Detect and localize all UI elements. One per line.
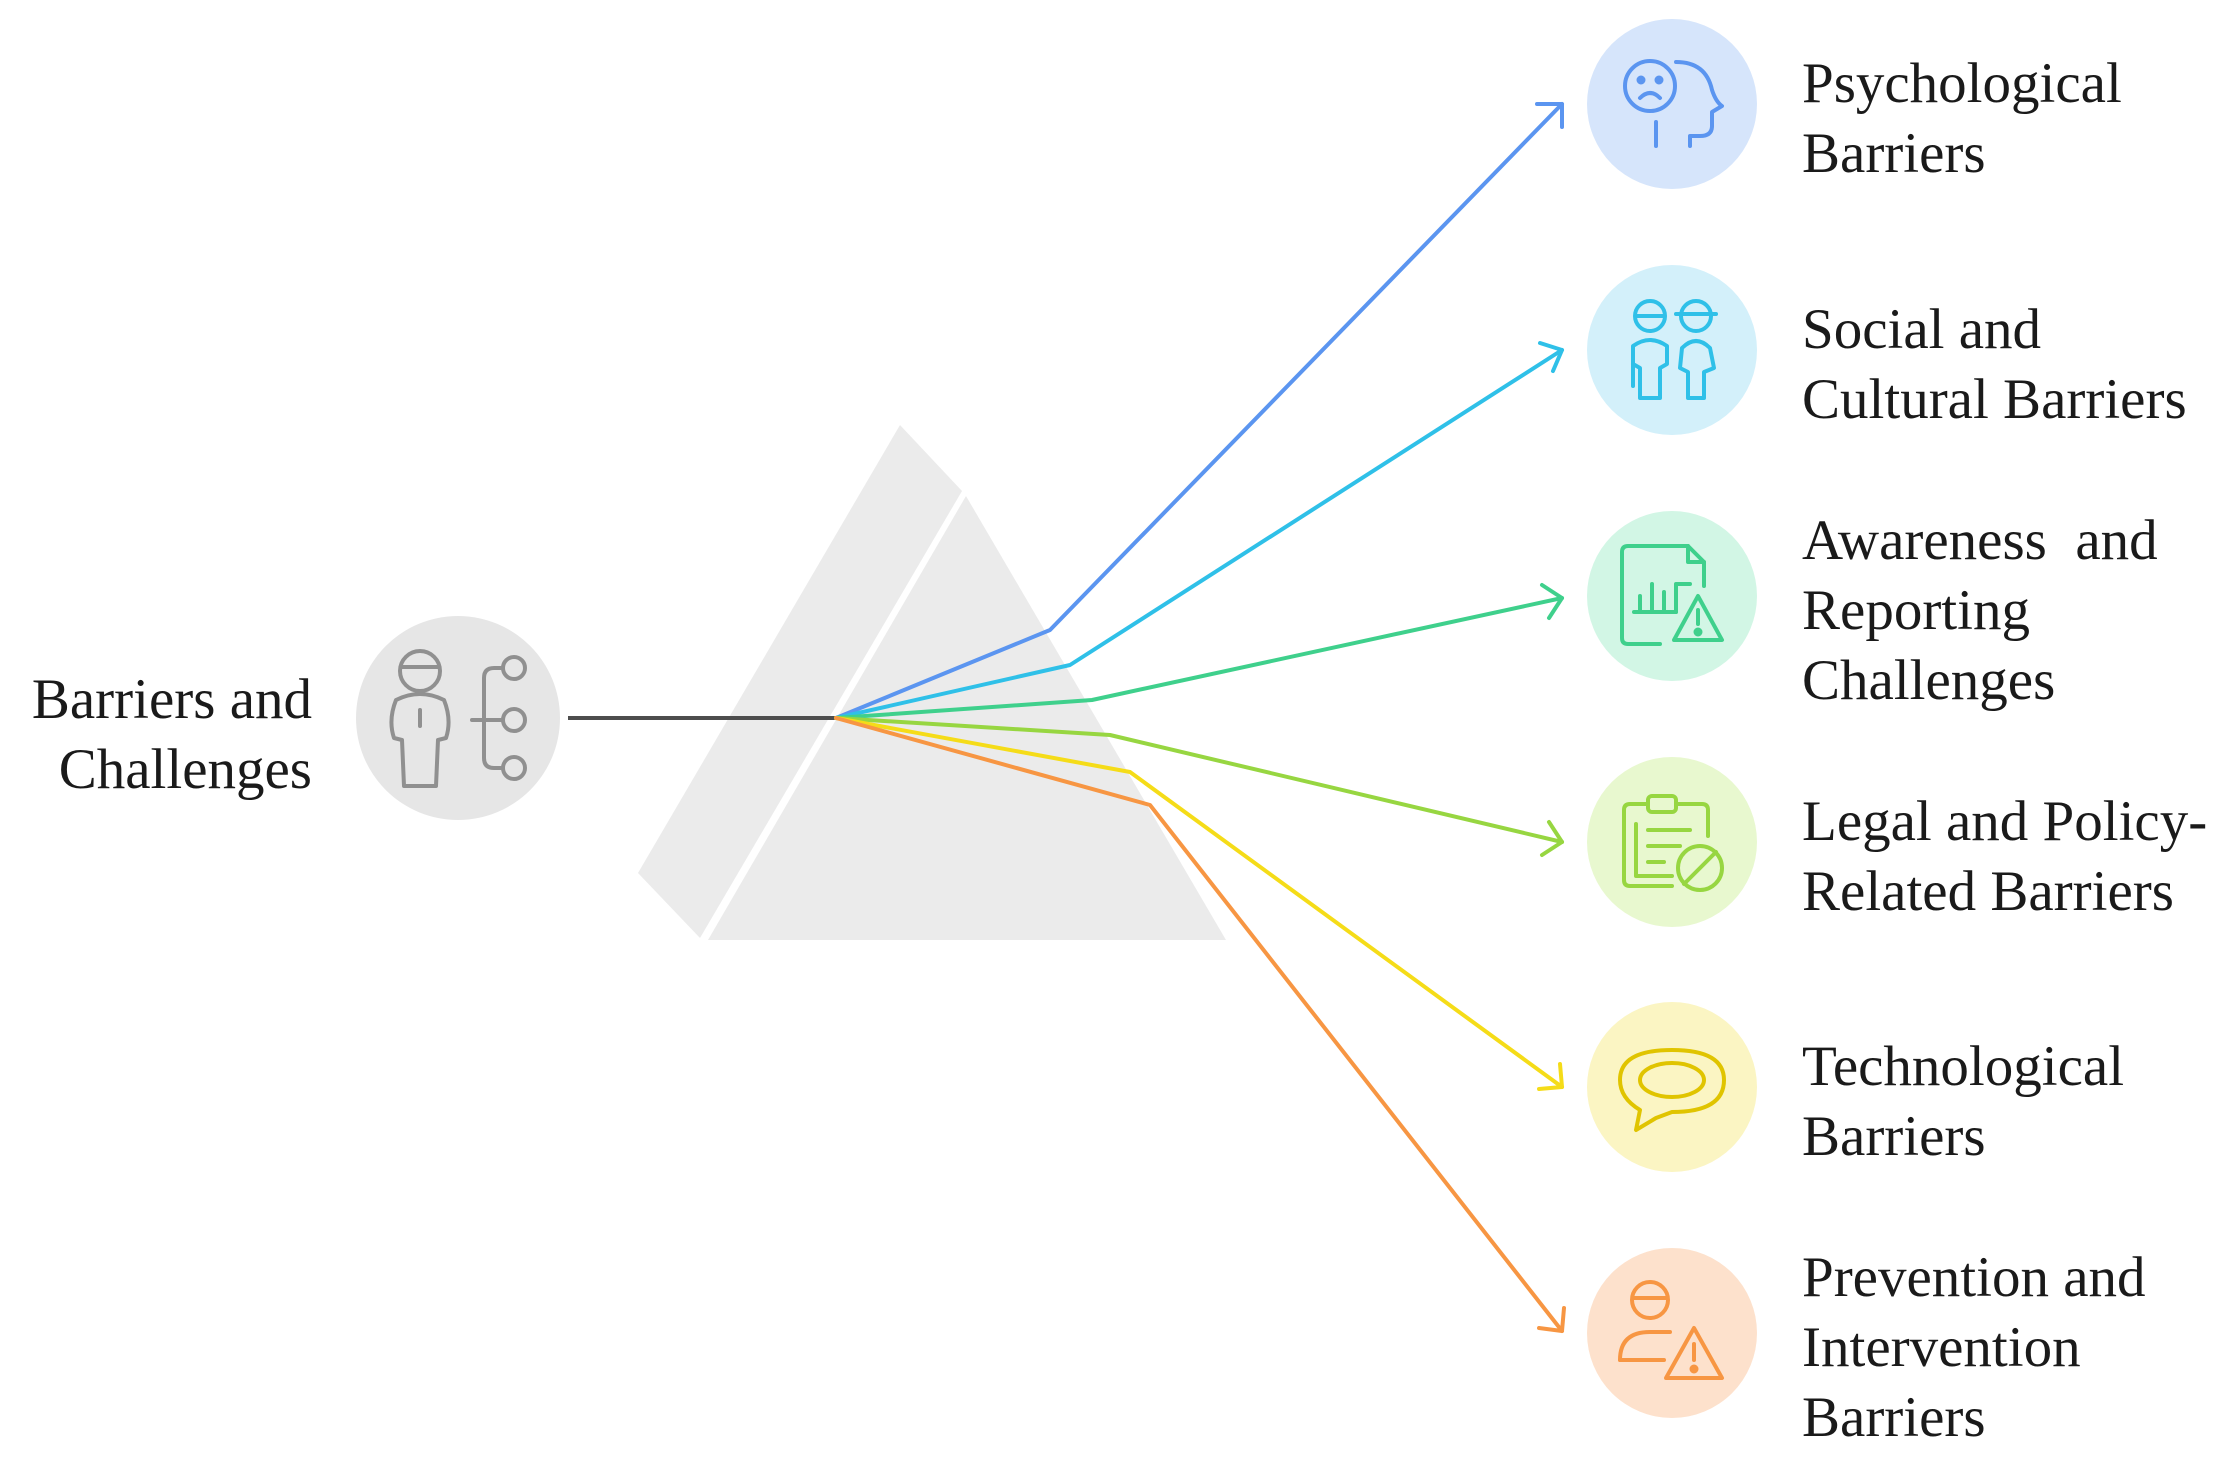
sad-head-icon	[1623, 59, 1724, 148]
category-circle	[1587, 757, 1757, 927]
category-circle	[1587, 19, 1757, 189]
label-prevention-intervention: Prevention and Intervention Barriers	[1802, 1243, 2146, 1453]
root-node	[356, 616, 560, 820]
label-line: Barriers	[1802, 1386, 1986, 1449]
label-social-cultural: Social and Cultural Barriers	[1802, 295, 2187, 435]
category-node-legal-policy	[1587, 757, 1757, 927]
label-line: Technological	[1802, 1035, 2125, 1098]
report-warning-icon	[1620, 544, 1724, 646]
label-line: Legal and Policy-	[1802, 790, 2208, 853]
label-line: Challenges	[1802, 649, 2056, 712]
ray-technological	[834, 716, 1564, 1089]
person-hierarchy-icon	[389, 649, 527, 788]
category-node-prevention-intervention	[1587, 1248, 1757, 1418]
ray-legal-policy	[834, 716, 1564, 844]
label-line: Reporting	[1802, 579, 2030, 642]
label-line: Cultural Barriers	[1802, 368, 2187, 431]
category-circle	[1587, 1002, 1757, 1172]
label-line: Intervention	[1802, 1316, 2081, 1379]
person-warning-icon	[1618, 1280, 1724, 1380]
category-circle	[1587, 265, 1757, 435]
label-psychological: Psychological Barriers	[1802, 49, 2122, 189]
label-line: Barriers	[1802, 1105, 1986, 1168]
label-line: Psychological	[1802, 52, 2122, 115]
ray-social-cultural	[834, 348, 1564, 720]
ray-awareness-reporting	[834, 596, 1564, 720]
ray-prevention-intervention	[834, 716, 1564, 1333]
category-circle	[1587, 1248, 1757, 1418]
label-line: Barriers	[1802, 122, 1986, 185]
label-line: Social and	[1802, 298, 2042, 361]
two-people-icon	[1631, 299, 1718, 400]
chat-bubble-icon	[1618, 1048, 1726, 1132]
category-circle	[1587, 511, 1757, 681]
category-node-technological	[1587, 1002, 1757, 1172]
ray-psychological	[834, 102, 1564, 720]
arrowhead-prevention-intervention	[1537, 1306, 1566, 1333]
arrowhead-awareness-reporting	[1540, 583, 1564, 620]
label-line: Related Barriers	[1802, 860, 2174, 923]
category-node-awareness-reporting	[1587, 511, 1757, 681]
category-node-psychological	[1587, 19, 1757, 189]
label-line: Prevention and	[1802, 1246, 2146, 1309]
root-label: Barriers and Challenges	[20, 665, 312, 805]
arrowhead-technological	[1537, 1062, 1564, 1091]
prism	[638, 425, 1226, 940]
arrowhead-social-cultural	[1538, 341, 1564, 373]
label-legal-policy: Legal and Policy- Related Barriers	[1802, 787, 2207, 927]
clipboard-prohibited-icon	[1622, 794, 1724, 892]
root-label-line-1: Barriers and	[31, 668, 312, 731]
arrowhead-legal-policy	[1540, 820, 1564, 857]
root-label-line-2: Challenges	[58, 738, 312, 801]
category-node-social-cultural	[1587, 265, 1757, 435]
arrowhead-psychological	[1535, 102, 1564, 129]
label-technological: Technological Barriers	[1802, 1032, 2124, 1172]
root-node-circle	[356, 616, 560, 820]
rays	[834, 102, 1566, 1333]
label-awareness-reporting: Awareness and Reporting Challenges	[1802, 506, 2158, 716]
label-line: Awareness and	[1802, 509, 2158, 572]
